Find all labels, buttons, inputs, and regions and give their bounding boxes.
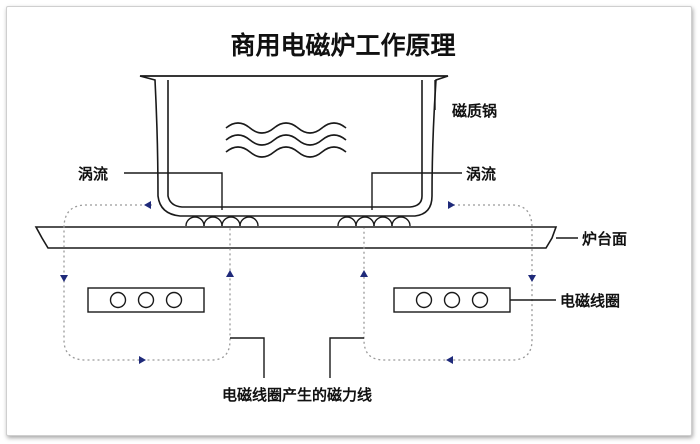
arrow-up-icon	[360, 270, 368, 277]
coil-label: 电磁线圈	[560, 292, 620, 310]
eddy-label-right: 涡流	[466, 165, 496, 183]
diagram-title: 商用电磁炉工作原理	[230, 31, 455, 60]
magnetic-pot	[139, 75, 449, 217]
eddy-loops-right	[337, 216, 411, 227]
eddy-loops-left	[185, 216, 259, 227]
diagram-frame	[6, 6, 692, 436]
arrow-right-icon	[139, 356, 146, 364]
arrow-left-icon	[446, 356, 453, 364]
arrow-down-icon	[60, 275, 68, 282]
magnetic-field-lines	[63, 204, 533, 361]
eddy-label-left: 涡流	[78, 165, 108, 183]
pot-label: 磁质锅	[452, 102, 497, 120]
field-lines-label: 电磁线圈产生的磁力线	[222, 386, 372, 404]
field-arrows	[60, 201, 536, 364]
cooktop-label: 炉台面	[582, 230, 627, 248]
arrow-up-icon	[226, 270, 234, 277]
arrow-left-icon	[144, 201, 151, 209]
arrow-right-icon	[448, 201, 455, 209]
cooktop-surface	[34, 226, 558, 249]
arrow-down-icon	[528, 275, 536, 282]
coil-left	[87, 287, 205, 313]
coil-right	[393, 287, 511, 313]
leader-lines	[124, 80, 578, 378]
